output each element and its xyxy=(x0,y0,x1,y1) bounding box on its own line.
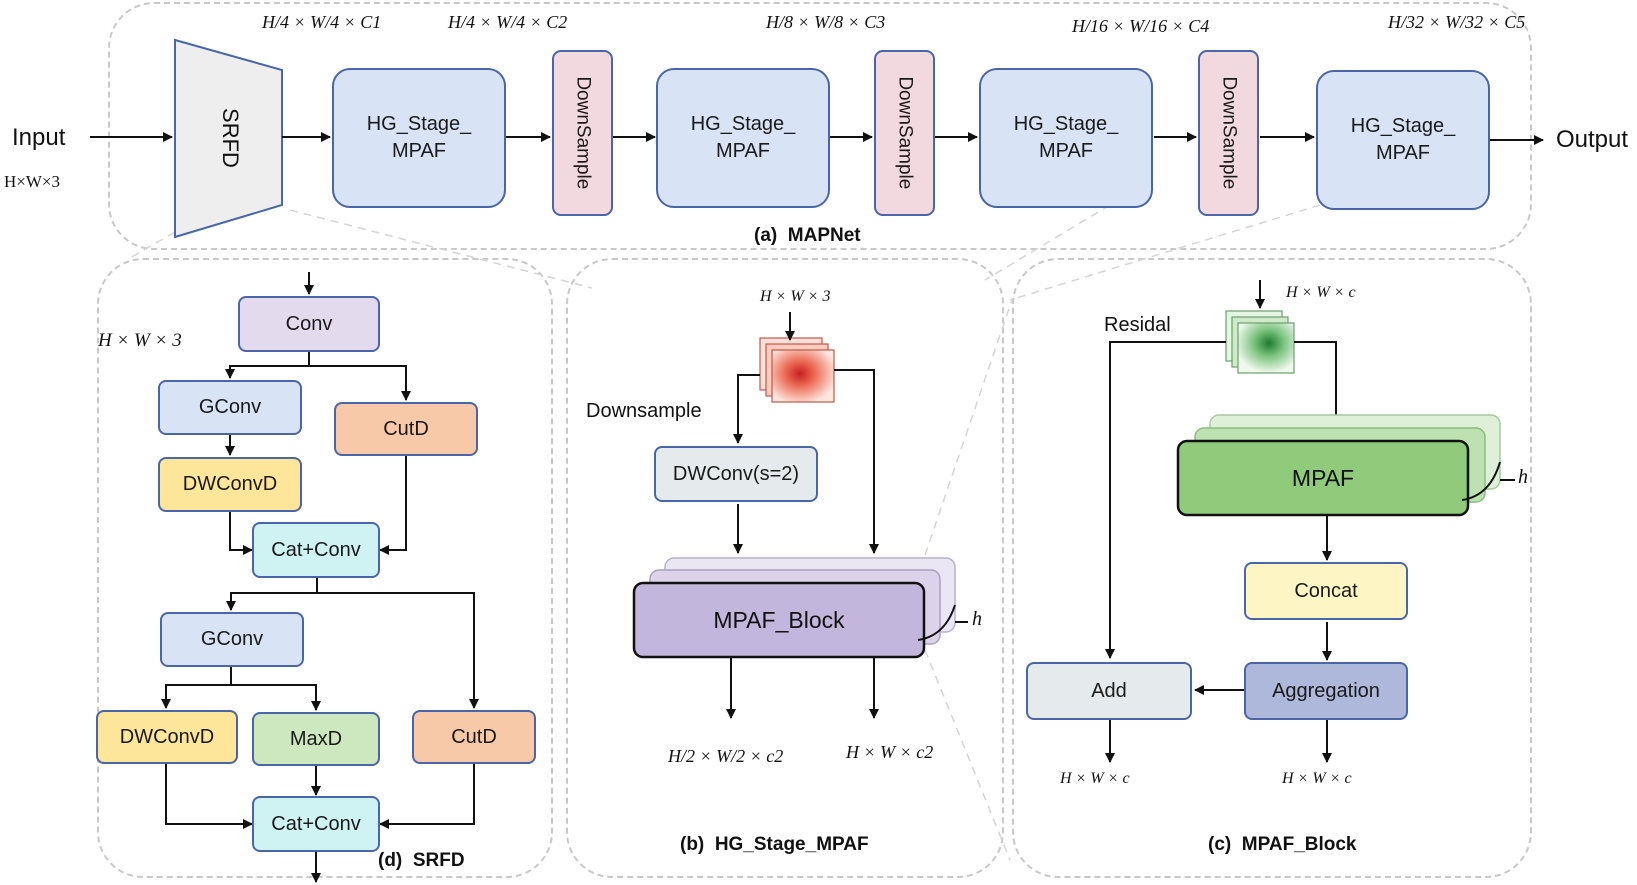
hg-stage-4: HG_Stage_ MPAF xyxy=(1316,70,1490,210)
panel-hg-stage xyxy=(566,258,1004,878)
srfd-gconv-1-label: GConv xyxy=(198,396,262,418)
mpaf-concat-label: Concat xyxy=(1294,579,1358,602)
hg-downsample-label: Downsample xyxy=(586,400,702,422)
caption-hg-stage: (b) HG_Stage_MPAF xyxy=(680,834,869,855)
stage-dims-2: H/4 × W/4 × C2 xyxy=(448,12,568,32)
input-dims: H×W×3 xyxy=(4,172,60,191)
mpaf-label: MPAF xyxy=(1291,464,1355,491)
downsample-1-label: DownSample xyxy=(572,76,594,190)
panel-srfd xyxy=(97,258,553,878)
output-label: Output xyxy=(1556,126,1629,153)
mpaf-add: Add xyxy=(1026,662,1192,720)
mpaf-stack xyxy=(1176,414,1501,517)
hg-stage-3-label: HG_Stage_ MPAF xyxy=(1013,113,1119,162)
mpaf-block-stack xyxy=(632,557,956,659)
panel-mpaf-block xyxy=(1012,258,1532,878)
srfd-catconv-2-label: Cat+Conv xyxy=(271,812,361,835)
srfd-catconv-2: Cat+Conv xyxy=(252,796,380,852)
srfd-conv-label: Conv xyxy=(285,312,333,335)
downsample-2: DownSample xyxy=(874,50,935,216)
mpaf-aggregation-label: Aggregation xyxy=(1272,679,1380,702)
srfd-gconv-1: GConv xyxy=(158,380,302,435)
feature-map-green xyxy=(1225,310,1295,374)
hg-out-right: H × W × c2 xyxy=(846,742,934,762)
hg-stage-2-label: HG_Stage_ MPAF xyxy=(690,113,796,162)
downsample-3: DownSample xyxy=(1198,50,1259,216)
hg-stage-1-label: HG_Stage_ MPAF xyxy=(366,113,472,162)
hg-dwconv-label: DWConv(s=2) xyxy=(672,462,800,485)
srfd-dwconvd-1-label: DWConvD xyxy=(182,473,278,495)
caption-mpaf-block: (c) MPAF_Block xyxy=(1208,834,1357,855)
hg-out-left: H/2 × W/2 × c2 xyxy=(668,746,784,766)
hg-stage-2: HG_Stage_ MPAF xyxy=(656,68,830,208)
caption-srfd: (d) SRFD xyxy=(378,850,465,871)
hg-dwconv: DWConv(s=2) xyxy=(654,446,818,502)
srfd-gconv-2: GConv xyxy=(160,612,304,667)
hg-stage-1: HG_Stage_ MPAF xyxy=(332,68,506,208)
srfd-input-dims: H × W × 3 xyxy=(98,330,182,351)
srfd-cutd-2: CutD xyxy=(412,710,536,764)
residual-label: Residal xyxy=(1104,314,1171,336)
mpaf-out-left: H × W × c xyxy=(1060,770,1130,787)
srfd-catconv-1: Cat+Conv xyxy=(252,522,380,578)
srfd-cutd-1: CutD xyxy=(334,402,478,456)
srfd-gconv-2-label: GConv xyxy=(200,628,264,650)
mpaf-h-label: h xyxy=(1518,466,1528,488)
srfd-cutd-2-label: CutD xyxy=(451,725,497,748)
srfd-dwconvd-2-label: DWConvD xyxy=(119,725,215,748)
downsample-3-label: DownSample xyxy=(1218,76,1240,190)
stage-dims-3: H/8 × W/8 × C3 xyxy=(766,12,886,32)
srfd-dwconvd-1: DWConvD xyxy=(158,457,302,512)
mpaf-add-label: Add xyxy=(1091,679,1127,702)
stage-dims-4: H/16 × W/16 × C4 xyxy=(1072,16,1210,36)
stage-dims-5: H/32 × W/32 × C5 xyxy=(1388,12,1526,32)
mpaf-out-right: H × W × c xyxy=(1282,770,1352,787)
mpaf-concat: Concat xyxy=(1244,562,1408,620)
caption-mapnet: (a) MAPNet xyxy=(754,225,861,246)
downsample-1: DownSample xyxy=(552,50,613,216)
hg-h-label: h xyxy=(972,608,982,630)
srfd-catconv-1-label: Cat+Conv xyxy=(271,538,361,561)
input-label: Input xyxy=(12,124,66,151)
hg-stage-3: HG_Stage_ MPAF xyxy=(979,68,1153,208)
srfd-trapezoid xyxy=(174,38,283,239)
panel-mapnet xyxy=(108,2,1532,250)
hg-stage-4-label: HG_Stage_ MPAF xyxy=(1350,115,1456,164)
srfd-cutd-1-label: CutD xyxy=(383,417,429,440)
mpaf-block-label: MPAF_Block xyxy=(713,606,845,633)
srfd-maxd-label: MaxD xyxy=(289,727,343,750)
srfd-conv: Conv xyxy=(238,296,380,352)
hg-input-dims: H × W × 3 xyxy=(760,288,831,305)
srfd-maxd: MaxD xyxy=(252,712,380,766)
downsample-2-label: DownSample xyxy=(894,76,916,190)
srfd-dwconvd-2: DWConvD xyxy=(96,710,238,764)
srfd-label: SRFD xyxy=(217,108,243,168)
mpaf-aggregation: Aggregation xyxy=(1244,662,1408,720)
mpaf-input-dims: H × W × c xyxy=(1286,284,1356,301)
stage-dims-1: H/4 × W/4 × C1 xyxy=(262,12,382,32)
feature-map-red xyxy=(759,337,835,403)
